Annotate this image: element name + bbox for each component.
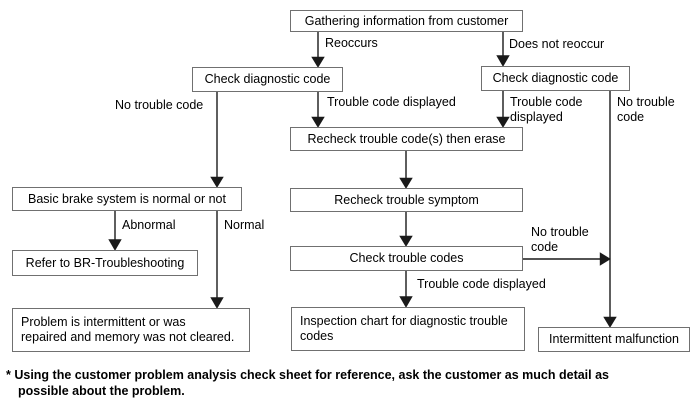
arrow-codes-to-inspection [399, 270, 413, 308]
arrow-trouble-code-displayed-left [311, 91, 325, 128]
node-intermittent-malfunction: Intermittent malfunction [538, 327, 690, 352]
arrow-reoccurs [311, 32, 325, 68]
node-recheck-trouble-codes-erase: Recheck trouble code(s) then erase [290, 127, 523, 151]
edge-label-no-trouble-code-right: No trouble code [617, 95, 675, 124]
node-basic-brake-system: Basic brake system is normal or not [12, 187, 242, 211]
arrow-no-trouble-code-mid [523, 252, 611, 266]
arrow-symptom-to-codes [399, 211, 413, 247]
arrow-no-trouble-code-left [210, 91, 224, 188]
footnote-line2: possible about the problem. [18, 384, 185, 398]
edge-label-abnormal: Abnormal [122, 218, 176, 232]
arrow-does-not-reoccur [496, 31, 510, 67]
node-inspection-chart: Inspection chart for diagnostic trouble … [291, 307, 525, 351]
node-refer-br-troubleshooting: Refer to BR-Troubleshooting [12, 250, 198, 276]
edge-label-no-trouble-code-mid: No trouble code [531, 225, 589, 254]
edge-label-reoccurs: Reoccurs [325, 36, 378, 50]
node-check-diagnostic-code-right: Check diagnostic code [481, 66, 630, 91]
node-check-diagnostic-code-left: Check diagnostic code [192, 67, 343, 92]
arrow-abnormal [108, 211, 122, 251]
arrow-erase-to-symptom [399, 150, 413, 189]
footnote: * Using the customer problem analysis ch… [6, 367, 609, 399]
arrow-no-trouble-code-right [603, 90, 617, 328]
arrow-trouble-code-displayed-right [496, 90, 510, 128]
node-recheck-trouble-symptom: Recheck trouble symptom [290, 188, 523, 212]
node-gathering-information: Gathering information from customer [290, 10, 523, 32]
edge-label-normal: Normal [224, 218, 265, 232]
footnote-line1: * Using the customer problem analysis ch… [6, 368, 610, 382]
edge-label-trouble-code-displayed-left: Trouble code displayed [327, 95, 456, 109]
arrow-normal [210, 211, 224, 309]
edge-label-trouble-code-displayed-bottom: Trouble code displayed [417, 277, 546, 291]
node-check-trouble-codes: Check trouble codes [290, 246, 523, 271]
node-problem-intermittent: Problem is intermittent or was repaired … [12, 308, 250, 352]
edge-label-does-not-reoccur: Does not reoccur [509, 37, 605, 51]
edge-label-trouble-code-displayed-right: Trouble code displayed [510, 95, 583, 124]
edge-label-no-trouble-code-left: No trouble code [115, 98, 204, 112]
